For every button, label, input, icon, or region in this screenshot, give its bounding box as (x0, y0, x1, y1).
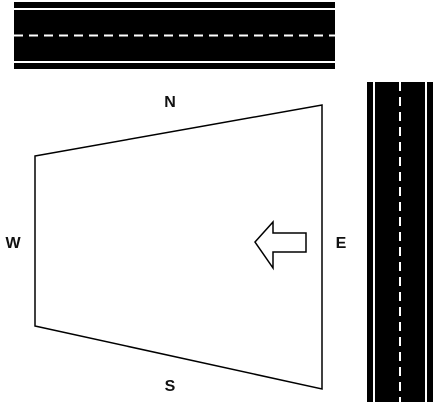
compass-label-east: E (336, 235, 347, 252)
compass-label-north: N (164, 94, 176, 111)
road-horizontal (14, 2, 335, 69)
arrow-left-icon (254, 220, 307, 271)
compass-label-south: S (165, 378, 176, 395)
compass-label-west: W (5, 235, 21, 252)
road-vertical (367, 82, 433, 402)
lot-outline (34, 104, 323, 390)
